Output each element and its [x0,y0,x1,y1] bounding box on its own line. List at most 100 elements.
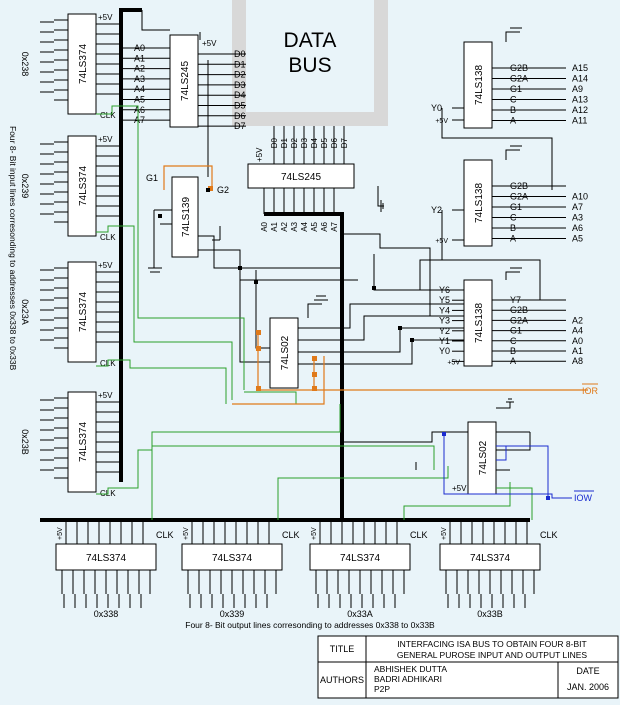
vcc-label-out-4: +5V [441,527,448,540]
bus-addr-A4: A4 [300,221,309,231]
bus-addr-A2: A2 [280,221,289,231]
bus-pin-D3: D3 [300,137,309,148]
chip-label-138-1: 74LS138 [474,65,485,105]
dec2-pin-B: B [510,223,516,233]
clk-label-out-3: CLK [410,530,428,540]
vcc-label-in-4: +5V [98,391,113,400]
output-address-1: 0x338 [94,609,119,619]
input-address-3: 0x23A [20,299,30,325]
green-wiring [96,105,533,520]
chip-label-138-2: 74LS138 [474,183,485,223]
addr-pin-A3: A3 [134,74,145,84]
bus-addr-A1: A1 [270,221,279,231]
dec3-left-Y3: Y3 [439,316,450,326]
vcc-label-out-1: +5V [57,527,64,540]
dec2-pin-G2B: G2B [510,181,528,191]
author-3: P2P [374,684,390,694]
author-2: BADRI ADHIKARI [374,674,442,684]
chip-label-374-in-1: 74LS374 [78,44,89,84]
bottom-note: Four 8- Bit output lines corresonding to… [185,620,435,630]
dec3-left-Y4: Y4 [439,305,450,315]
title-line2: GENERAL PUROSE INPUT AND OUTPUT LINES [397,650,588,660]
data-pin-D6: D6 [234,111,246,121]
input-latch-1: 74LS374 +5V CLK 0x238 [20,13,121,120]
addr-pin-A6: A6 [134,105,145,115]
dec3-addr-A2: A2 [572,315,583,325]
bus-addr-A3: A3 [290,221,299,231]
bus-addr-A0: A0 [260,221,269,231]
clk-label-out-4: CLK [540,530,558,540]
authors-label: AUTHORS [320,675,364,685]
chip-label-74ls02-a: 74LS02 [280,335,291,370]
g1-label: G1 [146,173,158,183]
chip-74ls245-horizontal: 74LS245 +5V [247,147,355,189]
data-pin-D5: D5 [234,101,246,111]
dec1-addr-A13: A13 [572,95,588,105]
dec2-left-Y2: Y2 [431,205,442,215]
chip-label-374-out-4: 74LS374 [470,553,510,564]
bus-pin-D4: D4 [310,137,319,148]
chip-74ls138-3: 74LS138 [463,279,493,367]
bus-pin-D7: D7 [340,137,349,148]
chip-74ls245-vertical: 74LS245 +5V [169,32,217,128]
chip-74ls02-right: 74LS02 +5V [452,421,497,495]
dec1-pin-G1: G1 [510,84,522,94]
vcc-label-in-3: +5V [98,261,113,270]
dec3-pin-G2B: G2B [510,305,528,315]
title-label: TITLE [330,644,355,654]
dec3-left-+5V: +5V [447,359,460,366]
blue-wiring: IOW [442,432,594,503]
input-address-4: 0x23B [20,429,30,455]
data-bus-title-line1: DATA [284,29,337,52]
chip-74ls02-center: 74LS02 [269,317,299,389]
chip-label-74ls139: 74LS139 [181,197,192,237]
dec3-pin-C: C [510,336,517,346]
dec2-addr-A7: A7 [572,202,583,212]
addr-pin-A0: A0 [134,43,145,53]
input-address-1: 0x238 [20,52,30,77]
vcc-label-in-1: +5V [98,13,113,22]
dec1-left-Y0: Y0 [431,103,442,113]
bus-pin-D5: D5 [320,137,329,148]
dec1-addr-A15: A15 [572,63,588,73]
clk-label-in-1: CLK [100,111,116,120]
bus-pin-D2: D2 [290,137,299,148]
dec1-addr-A14: A14 [572,74,588,84]
clk-label-out-2: CLK [282,530,300,540]
chip-label-374-in-3: 74LS374 [78,292,89,332]
chip-74ls138-1: 74LS138 [463,41,493,129]
dec1-pin-A: A [510,116,516,126]
dec2-addr-A10: A10 [572,192,588,202]
dec2-addr-A3: A3 [572,213,583,223]
bus-pin-D6: D6 [330,137,339,148]
output-latch-4: 74LS374 +5V CLK 0x33B [439,520,558,619]
chip-label-74ls245-v: 74LS245 [180,61,191,101]
bus-addr-A5: A5 [310,221,319,231]
addr-pin-A5: A5 [134,95,145,105]
dec3-addr-A0: A0 [572,336,583,346]
dec1-addr-A12: A12 [572,105,588,115]
addr-pin-A7: A7 [134,115,145,125]
dec3-pin-B: B [510,346,516,356]
side-note: Four 8- Bit input lines corresonding to … [8,126,18,371]
dec3-left-Y1: Y1 [439,336,450,346]
date-label: DATE [576,666,599,676]
chip-label-374-out-2: 74LS374 [212,553,252,564]
vcc-label: +5V [202,39,217,48]
bus-addr-A6: A6 [320,221,329,231]
dec3-addr-A8: A8 [572,356,583,366]
data-bus-block: DATA BUS [232,0,388,126]
output-address-4: 0x33B [477,609,503,619]
chip-label-138-3: 74LS138 [474,303,485,343]
dec1-addr-A9: A9 [572,84,583,94]
bus-pin-D1: D1 [280,137,289,148]
dec3-addr-A1: A1 [572,346,583,356]
author-1: ABHISHEK DUTTA [374,664,447,674]
dec2-pin-G2A: G2A [510,192,528,202]
data-pin-D0: D0 [234,49,246,59]
chip-74ls139: 74LS139 G1 G2 [146,173,229,258]
dec3-left-Y2: Y2 [439,326,450,336]
dec3-pin-A: A [510,356,516,366]
